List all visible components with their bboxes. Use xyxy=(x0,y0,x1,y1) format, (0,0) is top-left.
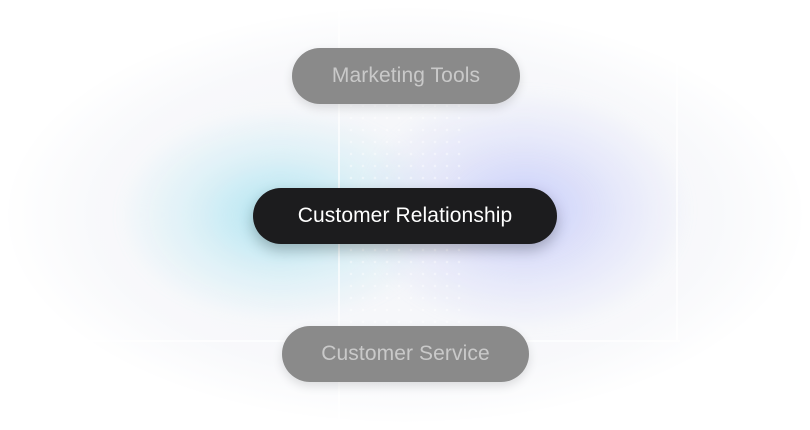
option-label: Customer Service xyxy=(321,342,490,365)
option-marketing-tools[interactable]: Marketing Tools xyxy=(292,48,520,104)
option-customer-relationship-selected[interactable]: Customer Relationship xyxy=(253,188,557,244)
option-label: Customer Relationship xyxy=(297,204,513,227)
option-label: Marketing Tools xyxy=(331,64,481,87)
option-customer-service[interactable]: Customer Service xyxy=(282,326,529,382)
grid-line-vertical-right xyxy=(676,60,678,340)
